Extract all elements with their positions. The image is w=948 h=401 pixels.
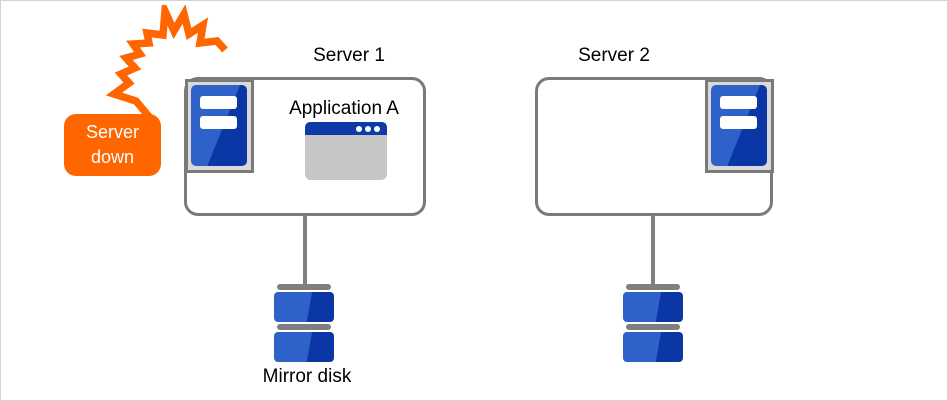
- disk-platter: [274, 332, 334, 362]
- disk-separator: [277, 324, 331, 330]
- badge-text-line2: down: [90, 147, 135, 167]
- disk-separator: [277, 284, 331, 290]
- server1-tower-icon: [185, 79, 254, 173]
- application-a-label: Application A: [289, 98, 399, 119]
- tower-slot: [200, 96, 237, 109]
- disk-platter: [623, 292, 683, 322]
- disk-platter: [274, 292, 334, 322]
- window-dot: [365, 125, 371, 132]
- window-body: [305, 135, 387, 180]
- disk-separator: [626, 324, 680, 330]
- server-tower-body: [191, 85, 247, 166]
- server1-mirror-disk-icon: [274, 284, 334, 362]
- server2-disk-connector: [651, 215, 655, 285]
- burst-zigzag: [105, 5, 228, 122]
- tower-slot: [200, 116, 237, 129]
- mirror-disk-label: Mirror disk: [262, 366, 352, 387]
- window-dot: [374, 125, 380, 132]
- window-titlebar: [305, 122, 387, 135]
- badge-text-line1: Server: [85, 122, 139, 142]
- application-window-icon: [305, 122, 387, 180]
- server2-mirror-disk-icon: [623, 284, 683, 362]
- crash-burst-icon: [105, 5, 228, 122]
- window-dot: [356, 125, 362, 132]
- server-down-badge: Server down: [64, 114, 161, 176]
- tower-slot: [720, 96, 757, 109]
- server2-title: Server 2: [578, 45, 650, 66]
- tower-slot: [720, 116, 757, 129]
- server2-tower-icon: [705, 79, 774, 173]
- disk-platter: [623, 332, 683, 362]
- server-tower-body: [711, 85, 767, 166]
- server1-disk-connector: [303, 215, 307, 285]
- server1-title: Server 1: [313, 45, 385, 66]
- disk-separator: [626, 284, 680, 290]
